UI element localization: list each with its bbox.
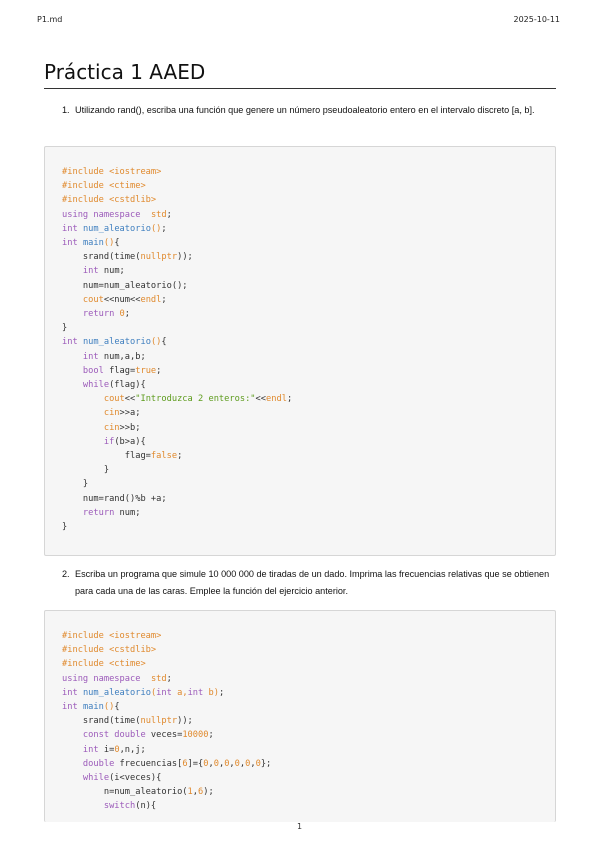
code-line: int num_aleatorio(){ (62, 337, 167, 348)
code-line: int num; (82, 266, 125, 277)
code-line: double frecuencias[6]={0,0,0,0,0,0}; (82, 758, 272, 769)
code-line: int i=0,n,j; (82, 744, 146, 755)
code-line: num=rand()%b +a; (62, 493, 167, 504)
code-line: flag=false; (62, 451, 183, 462)
code-line: while(i<veces){ (82, 773, 162, 784)
question-1: 1. Utilizando rand(), escriba una funció… (62, 102, 554, 119)
code-line: } (62, 479, 89, 490)
code-line: int num,a,b; (82, 351, 146, 362)
page-number: 1 (296, 822, 303, 831)
code-line: #include <ctime> (62, 181, 146, 192)
code-line: n=num_aleatorio(1,6); (62, 787, 214, 798)
code-line: int num_aleatorio(); (62, 223, 167, 234)
code-line: int main(){ (62, 702, 120, 713)
question-text: Escriba un programa que simule 10 000 00… (75, 569, 550, 596)
code-line: num=num_aleatorio(); (62, 280, 188, 291)
question-2: 2. Escriba un programa que simule 10 000… (62, 566, 554, 600)
code-line: using namespace std; (62, 673, 172, 684)
code-line: using namespace std; (62, 209, 172, 220)
code-block-2: #include <iostream> #include <cstdlib> #… (44, 610, 556, 822)
code-line: cout<<"Introduzca 2 enteros:"<<endl; (103, 394, 293, 405)
question-number: 2. (62, 569, 70, 579)
code-line: cout<<num<<endl; (82, 294, 167, 305)
code-line: #include <ctime> (62, 659, 146, 670)
code-line: return 0; (82, 309, 131, 320)
code-line: switch(n){ (103, 801, 157, 812)
code-block-1: #include <iostream> #include <ctime> #in… (44, 146, 556, 556)
code-line: #include <iostream> (62, 631, 162, 641)
question-text: Utilizando rand(), escriba una función q… (75, 105, 535, 115)
code-line: return num; (82, 507, 141, 518)
code-line: srand(time(nullptr)); (62, 716, 193, 727)
code-line: cin>>a; (103, 408, 141, 419)
code-line: } (62, 522, 68, 533)
code-line: if(b>a){ (103, 436, 146, 447)
code-line: while(flag){ (82, 380, 146, 391)
document-title: Práctica 1 AAED (44, 58, 556, 89)
code-line: #include <cstdlib> (62, 645, 157, 656)
code-line: } (62, 323, 68, 334)
code-listing: #include <iostream> #include <ctime> #in… (45, 147, 555, 534)
question-number: 1. (62, 105, 70, 115)
code-line: cin>>b; (103, 422, 141, 433)
code-line: const double veces=10000; (82, 730, 214, 741)
code-line: int num_aleatorio(int a,int b); (62, 687, 225, 698)
code-line: srand(time(nullptr)); (62, 252, 193, 263)
header-filename: P1.md (37, 15, 63, 24)
code-listing: #include <iostream> #include <cstdlib> #… (45, 611, 555, 814)
code-line: } (62, 465, 110, 476)
code-line: bool flag=true; (82, 365, 162, 376)
code-line: #include <cstdlib> (62, 195, 157, 206)
code-line: #include <iostream> (62, 167, 162, 177)
header-date: 2025-10-11 (513, 15, 561, 24)
code-line: int main(){ (62, 238, 120, 249)
